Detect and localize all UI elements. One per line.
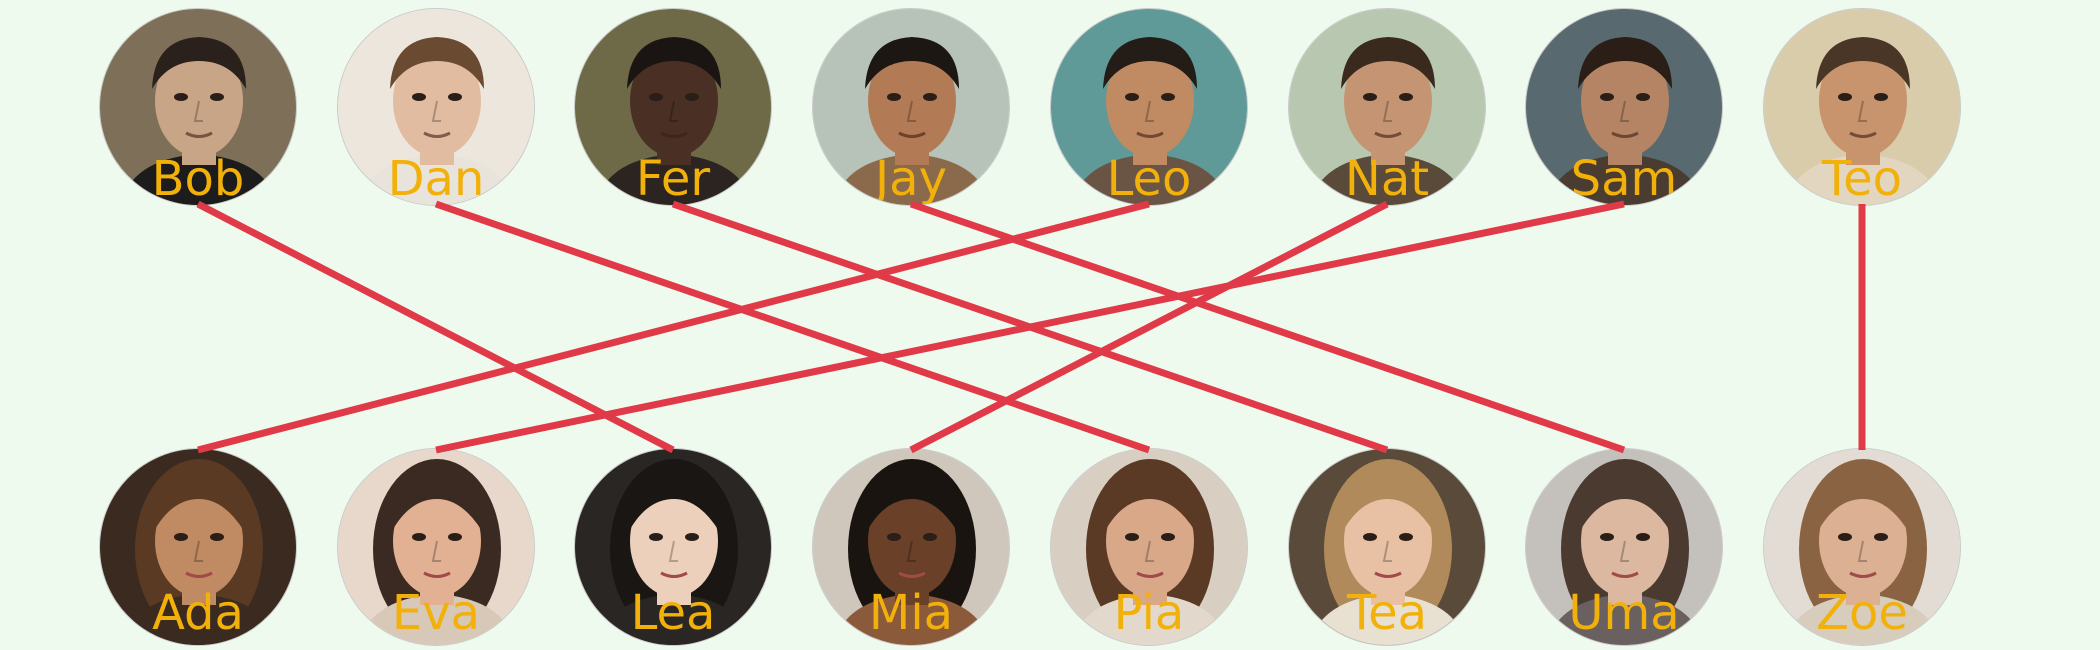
- connection-line-bob-lea: [196, 200, 675, 454]
- face-image: [575, 449, 771, 645]
- face-image: [100, 9, 296, 205]
- face-image: [1289, 449, 1485, 645]
- portrait-top-0: Bob: [99, 8, 297, 206]
- name-label: Leo: [1106, 151, 1192, 206]
- face-image: [1289, 9, 1485, 205]
- name-label: Lea: [630, 585, 716, 641]
- face-image: [338, 449, 534, 645]
- name-label: Tea: [1346, 585, 1428, 641]
- face-image: [1526, 9, 1722, 205]
- connection-line-jay-uma: [909, 200, 1626, 454]
- face-image: [1764, 9, 1960, 205]
- portrait-top-7: Teo: [1763, 8, 1961, 206]
- name-label: Eva: [391, 585, 481, 641]
- portrait-bottom-2: Lea: [574, 448, 772, 646]
- portrait-bottom-4: Pia: [1050, 448, 1248, 646]
- name-label: Pia: [1113, 585, 1185, 641]
- portrait-bottom-7: Zoe: [1763, 448, 1961, 646]
- name-label: Bob: [151, 151, 245, 206]
- face-image: [1764, 449, 1960, 645]
- face-image: [575, 9, 771, 205]
- name-label: Fer: [635, 151, 711, 206]
- name-label: Dan: [387, 151, 485, 206]
- portrait-bottom-1: Eva: [337, 448, 535, 646]
- face-image: [1526, 449, 1722, 645]
- face-image: [813, 449, 1009, 645]
- portrait-bottom-5: Tea: [1288, 448, 1486, 646]
- portrait-top-2: Fer: [574, 8, 772, 206]
- portrait-bottom-3: Mia: [812, 448, 1010, 646]
- portrait-top-6: Sam: [1525, 8, 1723, 206]
- name-label: Mia: [868, 585, 954, 641]
- face-image: [100, 449, 296, 645]
- connection-line-fer-tea: [671, 200, 1389, 454]
- name-label: Ada: [152, 585, 244, 641]
- portrait-top-4: Leo: [1050, 8, 1248, 206]
- face-image: [813, 9, 1009, 205]
- name-label: Uma: [1568, 585, 1680, 641]
- name-label: Sam: [1570, 151, 1678, 206]
- face-image: [338, 9, 534, 205]
- connection-line-sam-eva: [435, 200, 1625, 454]
- connection-line-dan-pia: [434, 200, 1151, 454]
- portrait-top-3: Jay: [812, 8, 1010, 206]
- portrait-top-5: Nat: [1288, 8, 1486, 206]
- portrait-bottom-6: Uma: [1525, 448, 1723, 646]
- connection-line-nat-mia: [909, 200, 1389, 454]
- name-label: Teo: [1821, 151, 1903, 206]
- face-image: [1051, 449, 1247, 645]
- name-label: Nat: [1344, 151, 1430, 206]
- face-image: [1051, 9, 1247, 205]
- connection-line-leo-ada: [197, 200, 1150, 454]
- name-label: Jay: [875, 151, 947, 206]
- name-label: Zoe: [1816, 585, 1908, 641]
- portrait-top-1: Dan: [337, 8, 535, 206]
- portrait-bottom-0: Ada: [99, 448, 297, 646]
